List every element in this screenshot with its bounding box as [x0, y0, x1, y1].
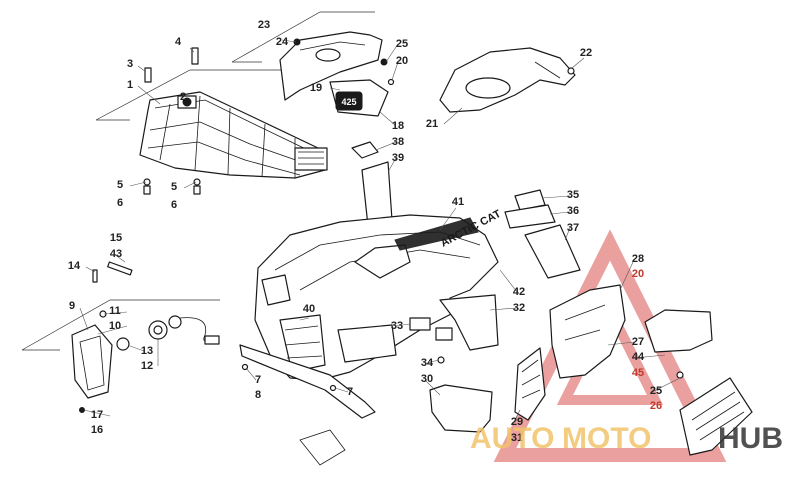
callout-35: 35 [567, 189, 579, 201]
callout-33: 33 [391, 320, 403, 332]
callout-39: 39 [392, 152, 404, 164]
callout-5: 5 [117, 179, 123, 191]
grille-panel [676, 371, 753, 456]
callout-36: 36 [567, 205, 579, 217]
top-cover [439, 47, 576, 113]
badge-number: 425 [341, 97, 356, 107]
callout-13: 13 [141, 345, 153, 357]
callout-44: 44 [632, 351, 645, 363]
watermark-auto: AUTO [470, 422, 554, 455]
callout-14: 14 [68, 260, 81, 272]
callout-19: 19 [310, 82, 322, 94]
callout-29: 29 [511, 416, 523, 428]
callout-40: 40 [303, 303, 315, 315]
callout-1: 1 [127, 79, 133, 91]
headlight-assembly [71, 261, 220, 413]
callout-16: 16 [91, 424, 103, 436]
splash-panel [514, 347, 546, 421]
callout-6: 6 [117, 197, 123, 209]
callout-10: 10 [109, 320, 121, 332]
callout-28: 28 [632, 253, 644, 265]
callout-21: 21 [426, 118, 438, 130]
callout-5: 5 [171, 181, 177, 193]
callout-7: 7 [347, 386, 353, 398]
callout-34: 34 [421, 357, 434, 369]
callout-2: 2 [180, 91, 186, 103]
callout-26: 26 [650, 400, 662, 412]
decal-sheets [351, 141, 581, 279]
watermark-moto: MOTO [562, 422, 651, 455]
callout-43: 43 [110, 248, 122, 260]
callout-7: 7 [255, 374, 261, 386]
callout-31: 31 [511, 432, 523, 444]
leader-lines [79, 39, 681, 423]
watermark-hub: HUB [718, 422, 783, 455]
frame-stub [299, 429, 346, 466]
guide-lines [21, 11, 375, 351]
callout-17: 17 [91, 409, 103, 421]
visor-assembly: 425 [279, 31, 395, 117]
callout-11: 11 [109, 305, 121, 317]
callout-9: 9 [69, 300, 75, 312]
callout-25: 25 [396, 38, 408, 50]
callout-42: 42 [513, 286, 525, 298]
mudflap [429, 384, 493, 433]
callout-41: 41 [452, 196, 464, 208]
callout-12: 12 [141, 360, 153, 372]
callout-15: 15 [110, 232, 122, 244]
watermark-text: AUTO MOTO HUB [470, 422, 783, 455]
callout-23: 23 [258, 19, 270, 31]
fender-flare [549, 284, 626, 379]
callout-45: 45 [632, 367, 644, 379]
callout-3: 3 [127, 58, 133, 70]
callout-32: 32 [513, 302, 525, 314]
callout-22: 22 [580, 47, 592, 59]
callout-20: 20 [632, 268, 644, 280]
side-panel [644, 309, 713, 353]
front-rack [139, 47, 328, 195]
callout-38: 38 [392, 136, 404, 148]
callout-30: 30 [421, 373, 433, 385]
callout-6: 6 [171, 199, 177, 211]
callout-8: 8 [255, 389, 261, 401]
front-fender: ARCTIC CAT [254, 208, 503, 381]
callout-37: 37 [567, 222, 579, 234]
callout-4: 4 [175, 36, 182, 48]
callout-20: 20 [396, 55, 408, 67]
callout-25: 25 [650, 385, 662, 397]
callout-27: 27 [632, 336, 644, 348]
bracket-33 [409, 317, 453, 364]
lower-bar [239, 344, 376, 419]
callout-24: 24 [276, 36, 289, 48]
callout-18: 18 [392, 120, 404, 132]
